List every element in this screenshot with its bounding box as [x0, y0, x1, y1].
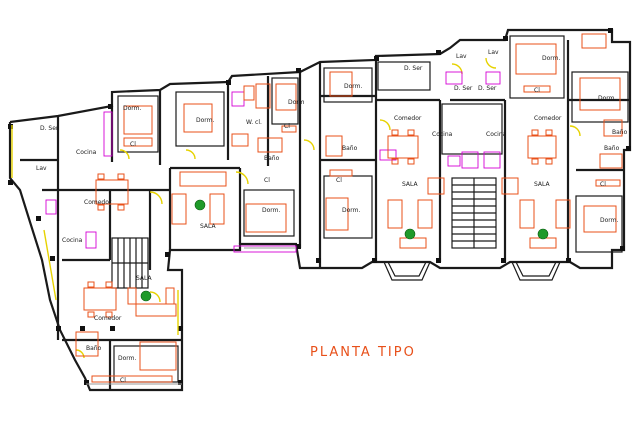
- bay-windows: [383, 261, 561, 281]
- label-dorm-9: Dorm.: [262, 207, 280, 214]
- label-cl-5: Cl: [600, 181, 606, 188]
- stairs-center: [451, 177, 497, 249]
- columns: [8, 28, 631, 385]
- label-comedor-3: Comedor: [84, 199, 112, 206]
- label-dorm-10: Dorm.: [118, 355, 136, 362]
- label-lav-2: Lav: [488, 49, 499, 56]
- label-dorm-4: Dorm.: [344, 83, 362, 90]
- plan-title: PLANTA TIPO: [310, 345, 416, 360]
- label-bano-5: Baño: [86, 345, 102, 352]
- label-comedor-1: Comedor: [394, 115, 422, 122]
- label-bano-4: Baño: [264, 155, 280, 162]
- label-dorm-6: Dorm.: [598, 95, 616, 102]
- label-cocina-4: Cocina: [62, 237, 83, 244]
- room-labels: Dorm. Cl Dorm. W. cl. Cl Dorm Dorm. D. S…: [36, 49, 628, 384]
- dimension-lines: [86, 247, 296, 385]
- label-dser-2: D. Ser: [454, 85, 473, 92]
- label-dser-4: D. Ser: [40, 125, 59, 132]
- label-cocina-3: Cocina: [76, 149, 97, 156]
- label-dorm-8: Dorm.: [600, 217, 618, 224]
- label-cl-4: Cl: [336, 177, 342, 184]
- label-comedor-2: Comedor: [534, 115, 562, 122]
- label-dorm-1: Dorm.: [123, 105, 141, 112]
- label-comedor-4: Comedor: [94, 315, 122, 322]
- label-cl-2: Cl: [284, 123, 290, 130]
- label-cl-7: Cl: [120, 377, 126, 384]
- label-cl-6: Cl: [264, 177, 270, 184]
- label-bano-2: Baño: [342, 145, 358, 152]
- label-sala-2: SALA: [534, 181, 551, 188]
- label-dorm-5: Dorm.: [542, 55, 560, 62]
- label-cl-3: Cl: [534, 87, 540, 94]
- furniture: [75, 33, 623, 383]
- label-cocina-2: Cocina: [486, 131, 507, 138]
- label-sala-3: SALA: [200, 223, 217, 230]
- label-bano-1: Baño: [612, 129, 628, 136]
- label-dorm-3: Dorm: [288, 99, 305, 106]
- label-wc: W. cl.: [246, 119, 262, 126]
- label-dorm-7: Dorm.: [342, 207, 360, 214]
- label-sala-1: SALA: [402, 181, 419, 188]
- plants: [140, 199, 549, 302]
- label-lav-3: Lav: [36, 165, 47, 172]
- label-sala-4: SALA: [136, 275, 153, 282]
- label-lav-1: Lav: [456, 53, 467, 60]
- label-dser-1: D. Ser: [404, 65, 423, 72]
- label-cocina-1: Cocina: [432, 131, 453, 138]
- doors: [11, 57, 581, 359]
- label-cl-1: Cl: [130, 141, 136, 148]
- label-bano-3: Baño: [604, 145, 620, 152]
- label-dorm-2: Dorm.: [196, 117, 214, 124]
- interior-partitions: [113, 35, 629, 383]
- label-dser-3: D. Ser: [478, 85, 497, 92]
